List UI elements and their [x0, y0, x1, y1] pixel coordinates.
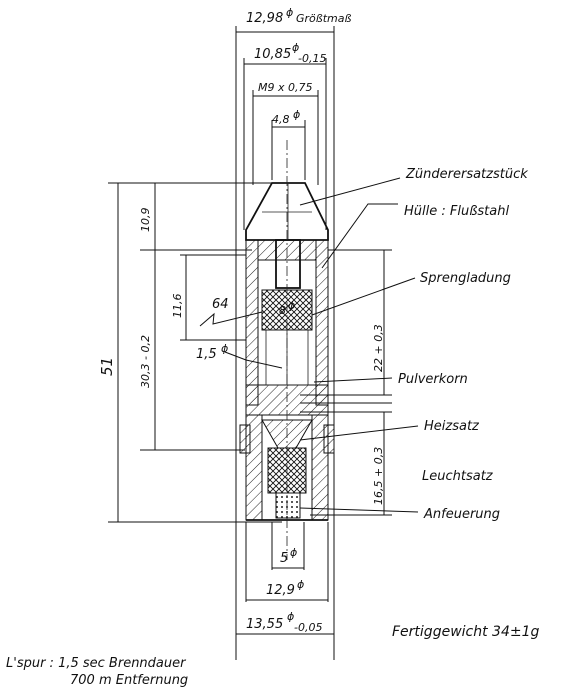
- bottom-dimensions: [236, 522, 334, 635]
- outer-diameter-value: 10,85: [254, 47, 291, 62]
- body-length-value: 30,3 - 0,2: [139, 335, 152, 388]
- leader-lines: [299, 177, 419, 513]
- diameter-symbol-icon: ϕ: [297, 578, 304, 591]
- weight-note: Fertiggewicht 34±1g: [392, 624, 539, 640]
- diameter-symbol-icon: ϕ: [221, 342, 228, 355]
- inner-bore-value: 8: [279, 304, 286, 317]
- thread-spec: M9 x 0,75: [258, 81, 312, 94]
- right-dimensions: [300, 249, 392, 516]
- band-diameter-value: 13,55: [246, 617, 283, 632]
- upper-chamber-length: 22 + 0,3: [372, 324, 385, 372]
- base-bore-value: 5: [280, 551, 288, 566]
- label-igniter: Anfeuerung: [423, 507, 500, 522]
- label-casing: Hülle : Flußstahl: [404, 204, 509, 219]
- diameter-symbol-icon: ϕ: [292, 41, 299, 54]
- tracer-note-line2: 700 m Entfernung: [70, 673, 188, 688]
- max-diameter-suffix: Größtmaß: [296, 12, 351, 25]
- label-powder-grain: Pulverkorn: [398, 372, 468, 387]
- total-length-value: 51: [98, 357, 116, 376]
- channel-diameter-value: 1,5: [196, 347, 217, 362]
- diameter-symbol-icon: ϕ: [286, 6, 293, 19]
- tracer-note-line1: L'spur : 1,5 sec Brenndauer: [6, 656, 187, 671]
- diameter-symbol-icon: ϕ: [287, 610, 294, 623]
- band-tolerance: -0,05: [294, 621, 322, 634]
- fuze-bore-value: 4,8: [272, 113, 290, 126]
- label-explosive: Sprengladung: [420, 271, 511, 286]
- diameter-symbol-icon: ϕ: [288, 299, 295, 312]
- lower-chamber-length: 16,5 + 0,3: [372, 447, 385, 505]
- top-dimensions: [235, 26, 335, 660]
- label-heating-charge: Heizsatz: [424, 419, 480, 434]
- label-fuze-insert: Zünderersatzstück: [405, 167, 528, 182]
- label-tracer-charge: Leuchtsatz: [422, 469, 494, 484]
- max-diameter-value: 12,98: [246, 11, 283, 26]
- diameter-symbol-icon: ϕ: [293, 108, 300, 121]
- cavity-depth-value: 11,6: [171, 294, 184, 319]
- diameter-symbol-icon: ϕ: [290, 546, 297, 559]
- angle-value: 64: [212, 297, 229, 312]
- outer-tolerance: -0,15: [298, 52, 326, 65]
- top-length-value: 10,9: [139, 208, 152, 233]
- left-dimensions: [108, 182, 283, 523]
- base-outer-value: 12,9: [266, 583, 295, 598]
